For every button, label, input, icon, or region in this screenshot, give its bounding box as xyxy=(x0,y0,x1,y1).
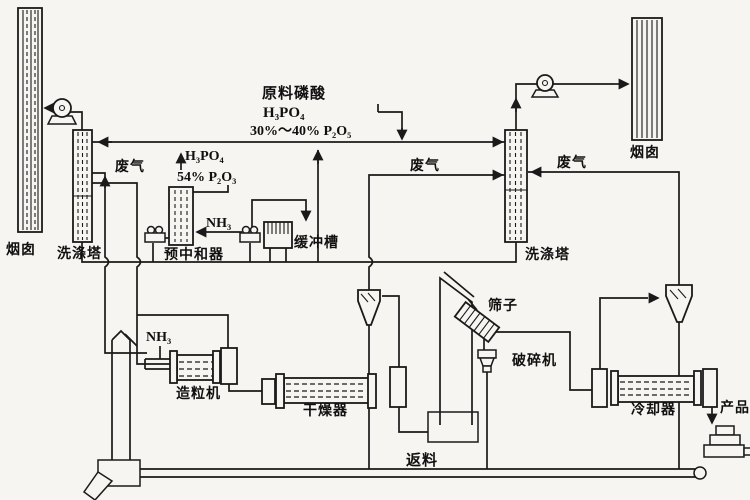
label-feed-acid-formula: H₃PO₄ xyxy=(263,105,305,121)
label-pre-neutralizer: 预中和器 xyxy=(164,246,224,263)
buffer-tank-pump xyxy=(239,225,261,243)
product-packer xyxy=(703,425,750,458)
label-waste-gas-mid: 废气 xyxy=(410,157,440,174)
pipe-dryer-offgas xyxy=(368,174,505,291)
pipe-tower1-liquor xyxy=(92,182,145,365)
washing-tower-left xyxy=(72,129,93,243)
pipe-granulator-offgas xyxy=(92,172,147,354)
buffer-tank xyxy=(263,221,293,249)
label-nh3-preneutralizer: NH₃ xyxy=(206,216,231,231)
pre-neutralizer xyxy=(168,186,194,246)
pipe-54-acid-feed xyxy=(193,185,229,193)
chimney-left xyxy=(17,7,43,233)
blower-left xyxy=(46,98,78,125)
pipe-raw-acid-feed xyxy=(377,104,403,134)
label-chimney-left: 烟囱 xyxy=(6,241,36,258)
pipe-buffer-loop xyxy=(251,199,307,230)
label-sieve: 筛子 xyxy=(488,297,518,314)
pipe-sieve-to-cooler xyxy=(494,331,592,391)
label-cooler: 冷却器 xyxy=(631,401,676,418)
label-granulator: 造粒机 xyxy=(176,385,221,402)
label-dryer: 干燥器 xyxy=(303,402,348,419)
label-feed-acid-title: 原料磷酸 xyxy=(262,84,326,102)
cyclone-dryer xyxy=(357,289,381,326)
label-buffer-tank: 缓冲槽 xyxy=(294,234,339,251)
pipe-liquor-collection xyxy=(81,242,517,263)
pipe-dryer-to-cyclone xyxy=(382,295,400,368)
pipe-granulator-recycle-loop xyxy=(137,314,229,348)
pre-neutralizer-pump xyxy=(144,225,166,243)
label-nh3-granulator: NH₃ xyxy=(146,330,171,345)
pipe-dryer-discharge xyxy=(398,407,432,433)
recycle-conveyor xyxy=(97,466,707,480)
blower-right xyxy=(530,74,560,98)
label-waste-gas-right: 废气 xyxy=(557,154,587,171)
label-crusher: 破碎机 xyxy=(512,352,557,369)
label-conc-acid-formula: H₃PO₄ xyxy=(185,149,225,164)
conveyor-pulley-right xyxy=(693,466,707,480)
label-chimney-right: 烟囱 xyxy=(630,144,660,161)
sieve xyxy=(453,300,501,344)
bucket-elevator-right xyxy=(427,271,479,443)
pipe-granulator-discharge xyxy=(228,384,262,392)
label-feed-acid-conc: 30%～40% P₂O₅ xyxy=(250,124,351,139)
label-product: 产品 xyxy=(720,399,750,416)
label-recycle: 返料 xyxy=(406,451,438,469)
pipe-granulator-feeds xyxy=(144,358,170,370)
label-wash-tower-left: 洗涤塔 xyxy=(57,245,102,262)
cyclone-cooler xyxy=(665,284,693,323)
pipe-tower2-to-blower2 xyxy=(515,83,537,130)
bucket-elevator-left xyxy=(82,329,141,500)
pipe-buffer-tank-legs xyxy=(249,243,287,262)
pipe-tower1-to-blower1 xyxy=(70,111,83,130)
label-conc-acid-strength: 54% P₂O₃ xyxy=(177,170,236,185)
cooler xyxy=(591,368,718,408)
label-wash-tower-right: 洗涤塔 xyxy=(525,246,570,263)
label-waste-gas-left: 废气 xyxy=(115,158,145,175)
pipelines xyxy=(43,78,718,469)
pipe-cooler-to-cyclone xyxy=(599,297,648,369)
crusher xyxy=(477,349,497,373)
washing-tower-right xyxy=(504,129,528,243)
granulator xyxy=(169,347,238,385)
dryer xyxy=(261,366,407,409)
chimney-right xyxy=(631,17,663,141)
pipe-cooler-offgas xyxy=(528,171,680,285)
